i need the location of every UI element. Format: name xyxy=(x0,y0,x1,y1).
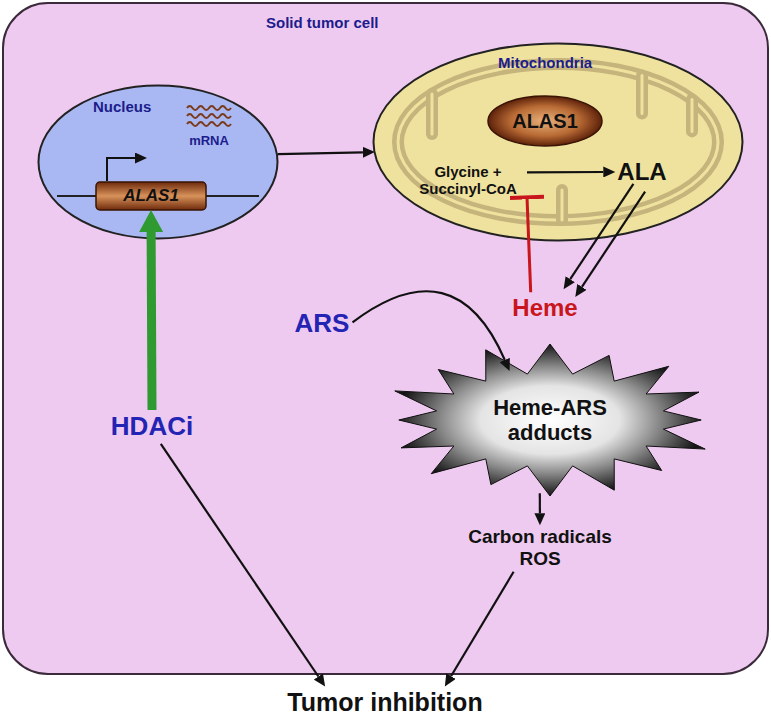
connector xyxy=(151,232,153,410)
inner-membrane-gap xyxy=(398,64,718,220)
inner-membrane xyxy=(398,64,718,220)
node-text: ALA xyxy=(617,158,666,186)
inhibitor-label: HDACi xyxy=(108,410,196,444)
connector xyxy=(570,184,645,287)
substrate-label: Glycine + Succinyl-CoA xyxy=(409,161,527,200)
connector xyxy=(539,493,540,513)
node-text: Mitochondria xyxy=(498,54,592,71)
node-text: Solid tumor cell xyxy=(266,14,379,31)
gene-box: ALAS1 xyxy=(95,181,207,211)
mitochondria-ellipse: MitochondriaALAS1Glycine + Succinyl-CoA A… xyxy=(372,42,744,242)
node-text: ALAS1 xyxy=(512,110,578,133)
connector-line xyxy=(278,152,363,154)
connector xyxy=(451,572,514,676)
crista xyxy=(636,76,648,114)
drug-label: ARS xyxy=(292,307,353,341)
burst-shape xyxy=(395,344,705,496)
outcome-label: Tumor inhibition xyxy=(284,686,485,719)
connector-line xyxy=(527,171,603,174)
connector xyxy=(527,172,603,173)
node-text: Carbon radicals ROS xyxy=(455,526,625,570)
node-text: HDACi xyxy=(111,412,193,442)
node-text: Glycine + Succinyl-CoA xyxy=(412,163,524,198)
mrna-wave xyxy=(187,114,231,118)
crista-gap xyxy=(641,76,644,114)
node-text: Tumor inhibition xyxy=(287,688,482,717)
connector xyxy=(527,197,531,292)
enzyme-ellipse: ALAS1 xyxy=(487,95,603,147)
gene-rect xyxy=(96,182,206,210)
product-label: ALA xyxy=(614,156,669,188)
connector xyxy=(353,291,505,360)
connector-line xyxy=(527,197,531,292)
connector-line xyxy=(353,291,505,360)
label-holder: mRNA xyxy=(189,131,229,149)
connector-line xyxy=(147,232,157,410)
crista-gap xyxy=(691,99,694,131)
crista xyxy=(556,190,568,220)
cell-outline: Solid tumor cellNucleusALAS1 mRNA Mitochon… xyxy=(2,2,769,675)
mrna-wave xyxy=(187,106,231,110)
ellipse-outline xyxy=(39,86,278,239)
connector-line xyxy=(161,444,319,677)
mrna-wave xyxy=(187,122,231,126)
heme-label: Heme xyxy=(509,292,580,324)
connector-line xyxy=(582,192,645,287)
promoter-arrow xyxy=(107,158,135,181)
crista xyxy=(686,99,698,131)
radicals-label: Carbon radicals ROS xyxy=(452,524,628,572)
connector-line xyxy=(451,572,514,676)
connector xyxy=(278,152,363,154)
connector-line xyxy=(570,184,633,279)
node-text: ARS xyxy=(295,309,350,339)
node-text: Heme xyxy=(512,294,577,322)
enzyme-shape xyxy=(488,96,602,146)
ellipse-outline xyxy=(374,44,743,241)
node-text: ALAS1 xyxy=(123,186,179,206)
nucleus-ellipse: NucleusALAS1 mRNA xyxy=(37,84,279,240)
crista xyxy=(426,94,438,134)
adduct-burst: Heme-ARS adducts xyxy=(380,342,720,498)
ellipse-shape xyxy=(37,84,279,240)
connector-line xyxy=(539,493,541,513)
crista-gap xyxy=(431,94,434,134)
node-text: Heme-ARS adducts xyxy=(460,395,640,446)
label-text: mRNA xyxy=(189,134,229,149)
node-text: Nucleus xyxy=(93,98,151,115)
crista-gap xyxy=(561,190,564,220)
connector xyxy=(161,444,319,677)
